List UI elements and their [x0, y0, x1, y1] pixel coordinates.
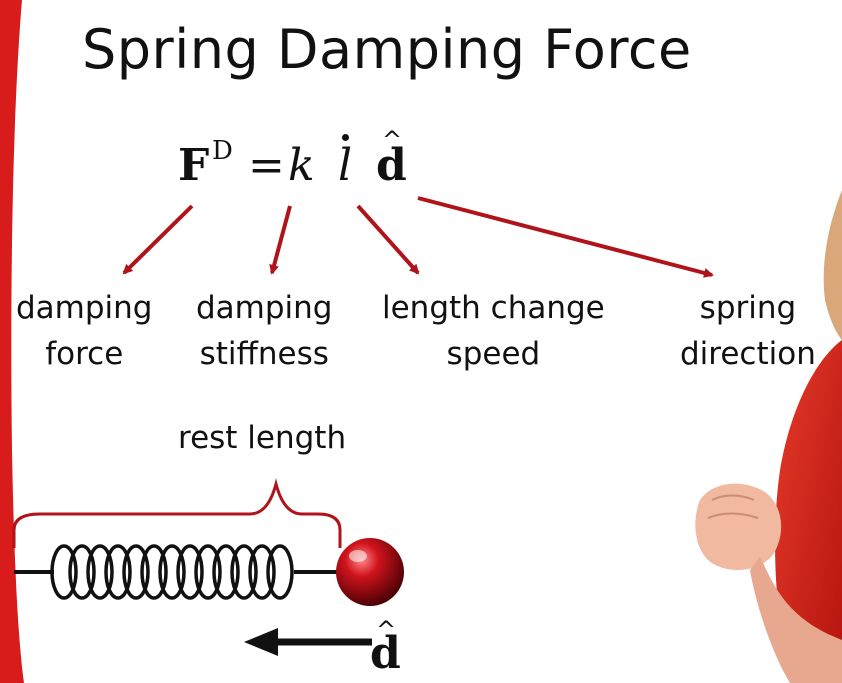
direction-arrow-symbol: d: [370, 628, 401, 679]
label-line: damping: [196, 290, 333, 326]
direction-symbol: d: [376, 140, 407, 191]
force-superscript: D: [212, 136, 233, 166]
label-line: direction: [680, 336, 816, 372]
label-line: force: [45, 336, 124, 372]
spring-coil: [50, 544, 294, 600]
rest-length-label: rest length: [178, 420, 347, 456]
label-line: length change: [382, 290, 605, 326]
red-side-band: [0, 0, 24, 683]
label-spring-direction: spring direction: [680, 285, 816, 377]
arrow-to-spring-direction: [417, 196, 714, 278]
unit-vector-hat: ^: [382, 126, 403, 154]
label-line: spring: [699, 290, 797, 326]
label-line: damping: [16, 290, 153, 326]
label-line: stiffness: [199, 336, 329, 372]
label-damping-stiffness: damping stiffness: [196, 285, 333, 377]
label-damping-force: damping force: [16, 285, 153, 377]
length-symbol: l: [338, 140, 353, 191]
unit-vector-hat: ^: [376, 616, 397, 644]
stiffness-symbol: k: [288, 140, 315, 191]
arrow-to-damping-stiffness: [269, 205, 292, 275]
slide-title: Spring Damping Force: [82, 18, 692, 81]
rest-length-bracket: [12, 478, 342, 548]
arrow-to-damping-force: [122, 204, 194, 275]
time-derivative-dot: [342, 134, 349, 141]
direction-arrow-head: [244, 628, 278, 656]
force-symbol: F: [178, 140, 210, 191]
equals-sign: =: [248, 140, 285, 191]
arrow-to-length-change-speed: [356, 204, 420, 275]
label-length-change-speed: length change speed: [382, 285, 605, 377]
mass-ball: [336, 538, 404, 606]
label-line: speed: [446, 336, 541, 372]
